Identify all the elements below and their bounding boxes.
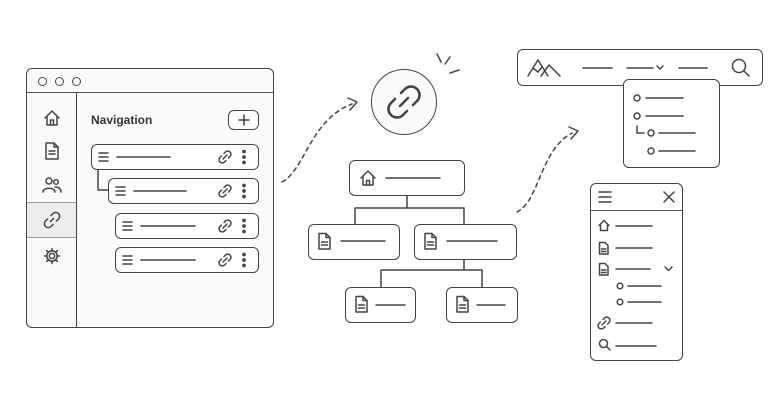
search-icon	[731, 58, 750, 77]
search-icon	[598, 338, 611, 351]
tree-connector	[97, 169, 109, 191]
plus-icon	[238, 114, 250, 126]
dropdown-menu	[623, 79, 720, 168]
document-icon[interactable]	[44, 142, 60, 160]
mobile-menu-divider	[591, 210, 682, 211]
gear-icon[interactable]	[43, 247, 61, 265]
users-icon[interactable]	[42, 176, 62, 194]
close-icon	[663, 191, 675, 203]
page-title: Navigation	[91, 113, 153, 127]
home-icon[interactable]	[43, 109, 61, 127]
window-dot-minimize[interactable]	[55, 77, 64, 86]
mountain-logo-icon	[527, 59, 561, 77]
sidebar	[27, 93, 77, 327]
link-icon[interactable]	[43, 211, 61, 229]
window-titlebar-divider	[27, 92, 273, 93]
link-icon	[387, 85, 421, 119]
menu-icon	[598, 191, 612, 203]
window-dot-close[interactable]	[38, 77, 47, 86]
window-dot-maximize[interactable]	[72, 77, 81, 86]
